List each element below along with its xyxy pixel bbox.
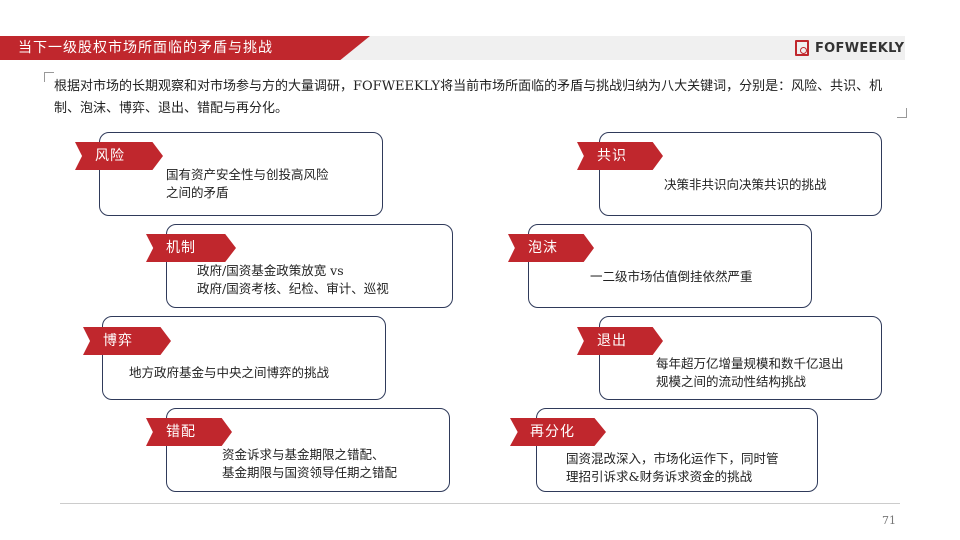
card-consensus	[599, 132, 882, 216]
card-exit-text: 每年超万亿增量规模和数千亿退出 规模之间的流动性结构挑战	[656, 356, 844, 389]
card-bubble-text: 一二级市场估值倒挂依然严重	[590, 269, 753, 284]
tag-mechanism: 机制	[146, 234, 236, 262]
tag-redifferentiation: 再分化	[510, 418, 606, 446]
tag-mismatch: 错配	[146, 418, 232, 446]
tag-consensus: 共识	[577, 142, 663, 170]
intro-paragraph: 根据对市场的长期观察和对市场参与方的大量调研，FOFWEEKLY将当前市场所面临…	[54, 79, 883, 116]
tag-game: 博弈	[83, 327, 171, 355]
page-number: 71	[882, 514, 896, 527]
fofweekly-logo-icon	[795, 40, 809, 56]
card-consensus-text: 决策非共识向决策共识的挑战	[664, 177, 827, 192]
corner-bracket-top-left	[44, 72, 54, 82]
card-mechanism-text: 政府/国资基金政策放宽 vs 政府/国资考核、纪检、审计、巡视	[197, 263, 389, 296]
tag-risk: 风险	[75, 142, 163, 170]
card-risk-text: 国有资产安全性与创投高风险 之间的矛盾	[166, 167, 329, 200]
card-redifferentiation-text: 国资混改深入，市场化运作下，同时管 理招引诉求&财务诉求资金的挑战	[566, 451, 779, 484]
corner-bracket-bottom-right	[897, 108, 907, 118]
tag-bubble: 泡沫	[508, 234, 594, 262]
logo-text: FOFWEEKLY	[815, 40, 905, 56]
footer-divider	[60, 503, 900, 504]
card-mismatch-text: 资金诉求与基金期限之错配、 基金期限与国资领导任期之错配	[222, 447, 398, 480]
tag-exit: 退出	[577, 327, 663, 355]
page-title: 当下一级股权市场所面临的矛盾与挑战	[0, 36, 370, 60]
logo: FOFWEEKLY	[795, 38, 904, 58]
card-game-text: 地方政府基金与中央之间博弈的挑战	[129, 365, 330, 380]
